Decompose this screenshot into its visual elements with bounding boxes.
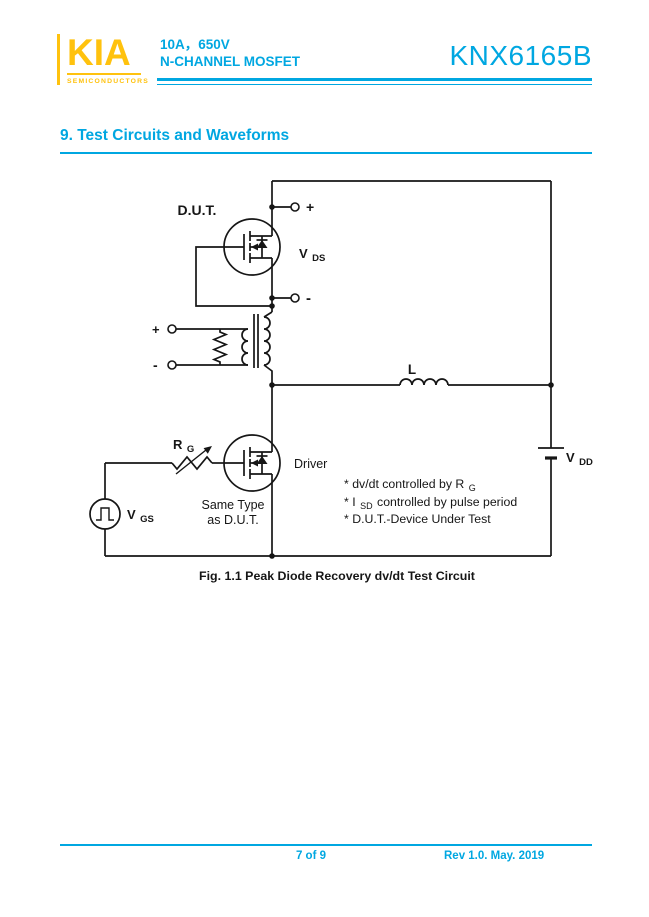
part-number: KNX6165B bbox=[449, 40, 592, 71]
vdd-battery bbox=[538, 447, 564, 460]
footer-page-number: 7 of 9 bbox=[295, 850, 327, 862]
same-type-line2: as D.U.T. bbox=[207, 513, 258, 527]
footer-rule bbox=[60, 844, 592, 846]
vdd-label: V DD bbox=[566, 449, 593, 468]
note-dvdt: * dv/dt controlled by R G bbox=[344, 475, 476, 493]
transformer-core bbox=[253, 314, 259, 368]
pulse-source-circle bbox=[89, 498, 121, 530]
dut-mosfet-symbol bbox=[223, 218, 281, 276]
same-type-line1: Same Type bbox=[201, 498, 264, 512]
plus-terminal-label: + bbox=[306, 199, 314, 215]
gate-transformer bbox=[167, 311, 273, 385]
driver-body-diode-triangle bbox=[256, 456, 268, 464]
junction-dot bbox=[269, 303, 275, 309]
pulse-input-plus-terminal bbox=[167, 324, 177, 334]
secondary-bottom-jog bbox=[263, 364, 273, 385]
circuit-labels: D.U.T. + - V DS + - L Driver Same Type a… bbox=[127, 199, 593, 527]
junction-dot bbox=[548, 382, 554, 388]
transformer-minus-label: - bbox=[153, 357, 158, 373]
header-rule-thin bbox=[157, 84, 592, 85]
rg-zigzag bbox=[171, 455, 213, 471]
spec-line-2: N-CHANNEL MOSFET bbox=[160, 54, 300, 69]
brand-tagline: SEMICONDUCTORS bbox=[67, 78, 150, 85]
logo-underline bbox=[67, 73, 141, 75]
minus-terminal bbox=[290, 293, 300, 303]
note-isd: * I SD controlled by pulse period bbox=[344, 493, 517, 513]
spec-line-1: 10A，650V bbox=[160, 37, 230, 52]
secondary-top-jog bbox=[263, 311, 273, 318]
footer-revision: Rev 1.0. May. 2019 bbox=[444, 850, 545, 862]
junction-dot bbox=[269, 295, 275, 301]
inductor-l bbox=[399, 378, 449, 386]
dut-body-diode-triangle bbox=[256, 240, 268, 248]
junction-dot bbox=[269, 204, 275, 210]
plus-terminal bbox=[290, 202, 300, 212]
device-spec-block: 10A，650V N-CHANNEL MOSFET bbox=[160, 36, 300, 70]
section-heading: 9. Test Circuits and Waveforms bbox=[60, 127, 592, 154]
vgs-pulse-source bbox=[89, 498, 121, 530]
vds-label: V DS bbox=[299, 245, 325, 264]
rg-label: R G bbox=[173, 436, 194, 455]
dut-label: D.U.T. bbox=[178, 202, 217, 218]
transformer-plus-label: + bbox=[152, 322, 160, 337]
brand-name: KIA bbox=[67, 32, 131, 73]
pulse-waveform-icon bbox=[96, 507, 114, 521]
note-dut: * D.U.T.-Device Under Test bbox=[344, 512, 491, 526]
figure-caption: Fig. 1.1 Peak Diode Recovery dv/dt Test … bbox=[199, 569, 475, 583]
rg-variable-resistor bbox=[171, 446, 213, 475]
inductor-coil bbox=[399, 378, 449, 386]
primary-coil bbox=[241, 328, 249, 366]
junction-dot bbox=[269, 553, 275, 559]
secondary-coil bbox=[263, 316, 271, 366]
rg-arrow-head bbox=[203, 446, 212, 454]
pulse-input-minus-terminal bbox=[167, 360, 177, 370]
driver-mosfet-symbol bbox=[223, 434, 281, 492]
damping-resistor bbox=[211, 329, 229, 365]
dut-body-arrow bbox=[251, 243, 258, 251]
inductor-label: L bbox=[408, 362, 416, 377]
brand-logo: KIA SEMICONDUCTORS bbox=[57, 34, 149, 85]
driver-body-arrow bbox=[251, 459, 258, 467]
header-rule-thick bbox=[157, 78, 592, 81]
rg-arrow-line bbox=[175, 449, 207, 475]
vds-terminals bbox=[290, 202, 300, 303]
dut-gate-return-wire bbox=[195, 246, 272, 307]
driver-label: Driver bbox=[294, 457, 327, 471]
minus-terminal-label: - bbox=[306, 290, 311, 307]
vgs-label: V GS bbox=[127, 506, 154, 525]
